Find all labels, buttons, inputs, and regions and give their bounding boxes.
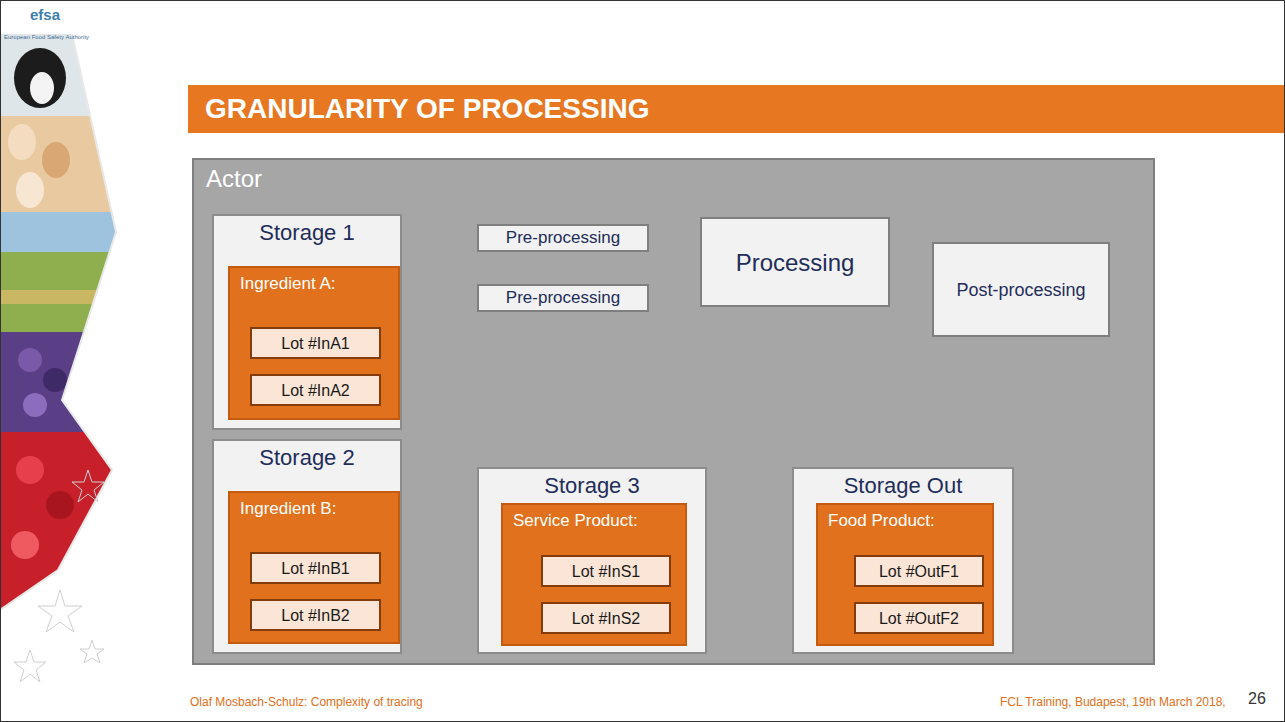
slide-title: GRANULARITY OF PROCESSING	[205, 85, 649, 133]
strawberry	[46, 491, 74, 519]
lot-box: Lot #InS2	[541, 602, 671, 634]
star-outline	[72, 470, 104, 502]
node-label: Lot #InB2	[281, 606, 350, 625]
lot-box: Lot #InB2	[250, 599, 381, 631]
node-label: Lot #InS2	[572, 609, 641, 628]
label-holder: efsa	[30, 6, 60, 24]
lot-box: Lot #InS1	[541, 555, 671, 587]
logo-subtitle: European Food Safety Authority	[4, 34, 89, 41]
footer-event: FCL Training, Budapest, 19th March 2018,	[1000, 695, 1226, 709]
node-label: Service Product:	[513, 511, 638, 531]
ingredient-group: Food Product: Lot #OutF1Lot #OutF2	[816, 503, 994, 646]
ingredient-group: Ingredient A: Lot #InA1Lot #InA2	[228, 266, 400, 420]
storage-box: Storage 2 Ingredient B: Lot #InB1Lot #InB2	[212, 439, 402, 654]
strawberry-photo	[0, 432, 120, 612]
grapes-photo	[0, 332, 120, 432]
strip-edge	[0, 34, 116, 610]
node-label: Storage 3	[544, 473, 639, 499]
footer-author: Olaf Mosbach-Schulz: Complexity of traci…	[190, 695, 423, 709]
lot-box: Lot #InA1	[250, 327, 381, 359]
grape	[18, 348, 42, 372]
grape	[23, 393, 47, 417]
lot-box: Lot #OutF2	[854, 602, 984, 634]
storage-box: Storage OutFood Product: Lot #OutF1Lot #O…	[792, 467, 1014, 654]
node-label: Ingredient A:	[240, 274, 335, 294]
cow-photo	[0, 34, 120, 116]
photo-strip	[0, 34, 120, 612]
node-label: Pre-processing	[506, 288, 620, 308]
star-outline	[80, 640, 104, 663]
star-outline	[38, 590, 82, 632]
cow-head	[14, 48, 66, 108]
node-label: Storage 1	[259, 220, 354, 246]
label-holder: 26	[1248, 689, 1266, 708]
node-label: Processing	[736, 248, 855, 277]
cow-patch	[30, 72, 54, 104]
node-label: Lot #InA1	[281, 334, 350, 353]
egg	[8, 124, 36, 160]
lot-box: Lot #InB1	[250, 552, 381, 584]
node-label: Storage 2	[259, 445, 354, 471]
page-number: 26	[1248, 689, 1266, 708]
title-bar	[188, 85, 1285, 133]
grape	[43, 368, 67, 392]
ingredient-group: Ingredient B: Lot #InB1Lot #InB2	[228, 491, 400, 644]
label-holder: European Food Safety Authority	[4, 25, 89, 43]
process-box: Post-processing	[932, 242, 1110, 337]
field-stripe	[0, 290, 120, 304]
sky-photo	[0, 212, 120, 252]
process-box: Pre-processing	[477, 284, 649, 312]
node-label: Storage Out	[844, 473, 963, 499]
actor-box: ActorStorage 1 Ingredient A: Lot #InA1Lot …	[192, 158, 1155, 665]
storage-box: Storage 1 Ingredient A: Lot #InA1Lot #InA2	[212, 214, 402, 430]
node-label: Lot #OutF2	[879, 609, 959, 628]
star-outline	[14, 650, 46, 682]
node-label: Ingredient B:	[240, 499, 336, 519]
egg	[42, 142, 70, 178]
node-label: Actor	[206, 164, 262, 193]
lot-box: Lot #InA2	[250, 374, 381, 406]
title-holder: GRANULARITY OF PROCESSING	[205, 85, 649, 133]
logo-text: efsa	[30, 6, 60, 24]
label-holder: Olaf Mosbach-Schulz: Complexity of traci…	[190, 692, 423, 710]
strawberry	[11, 531, 39, 559]
node-label: Lot #OutF1	[879, 562, 959, 581]
lot-box: Lot #OutF1	[854, 555, 984, 587]
process-box: Pre-processing	[477, 224, 649, 252]
process-box: Processing	[700, 217, 890, 307]
node-label: Lot #InA2	[281, 381, 350, 400]
egg	[16, 172, 44, 208]
storage-box: Storage 3 Service Product: Lot #InS1Lot #I…	[477, 467, 707, 654]
eggs-photo	[0, 116, 120, 212]
strawberry	[16, 456, 44, 484]
label-holder: FCL Training, Budapest, 19th March 2018,	[1000, 692, 1226, 710]
node-label: Pre-processing	[506, 228, 620, 248]
node-label: Food Product:	[828, 511, 935, 531]
node-label: Lot #InB1	[281, 559, 350, 578]
node-label: Lot #InS1	[572, 562, 641, 581]
field-photo	[0, 252, 120, 332]
ingredient-group: Service Product: Lot #InS1Lot #InS2	[501, 503, 687, 646]
node-label: Post-processing	[956, 279, 1085, 301]
